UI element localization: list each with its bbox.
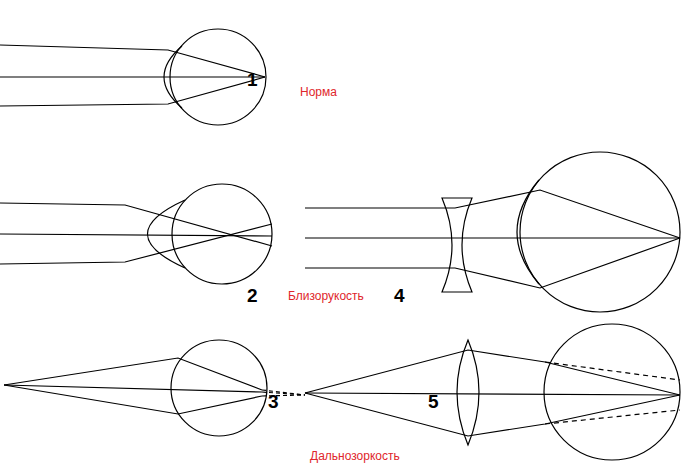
callout-number: 3	[268, 392, 279, 411]
hyperopic-eye	[4, 340, 305, 436]
condition-label: Близорукость	[288, 290, 364, 302]
callout-number: 4	[394, 286, 405, 305]
corrected-hyperopic-eye	[305, 324, 680, 460]
callout-number: 1	[247, 70, 258, 89]
normal-eye	[0, 29, 266, 125]
condition-label: Норма	[300, 86, 337, 98]
myopic-eye	[0, 184, 272, 284]
callout-number: 2	[247, 286, 258, 305]
corrected-myopic-eye	[305, 152, 680, 312]
condition-label: Дальнозоркость	[310, 450, 400, 462]
callout-number: 5	[428, 392, 439, 411]
